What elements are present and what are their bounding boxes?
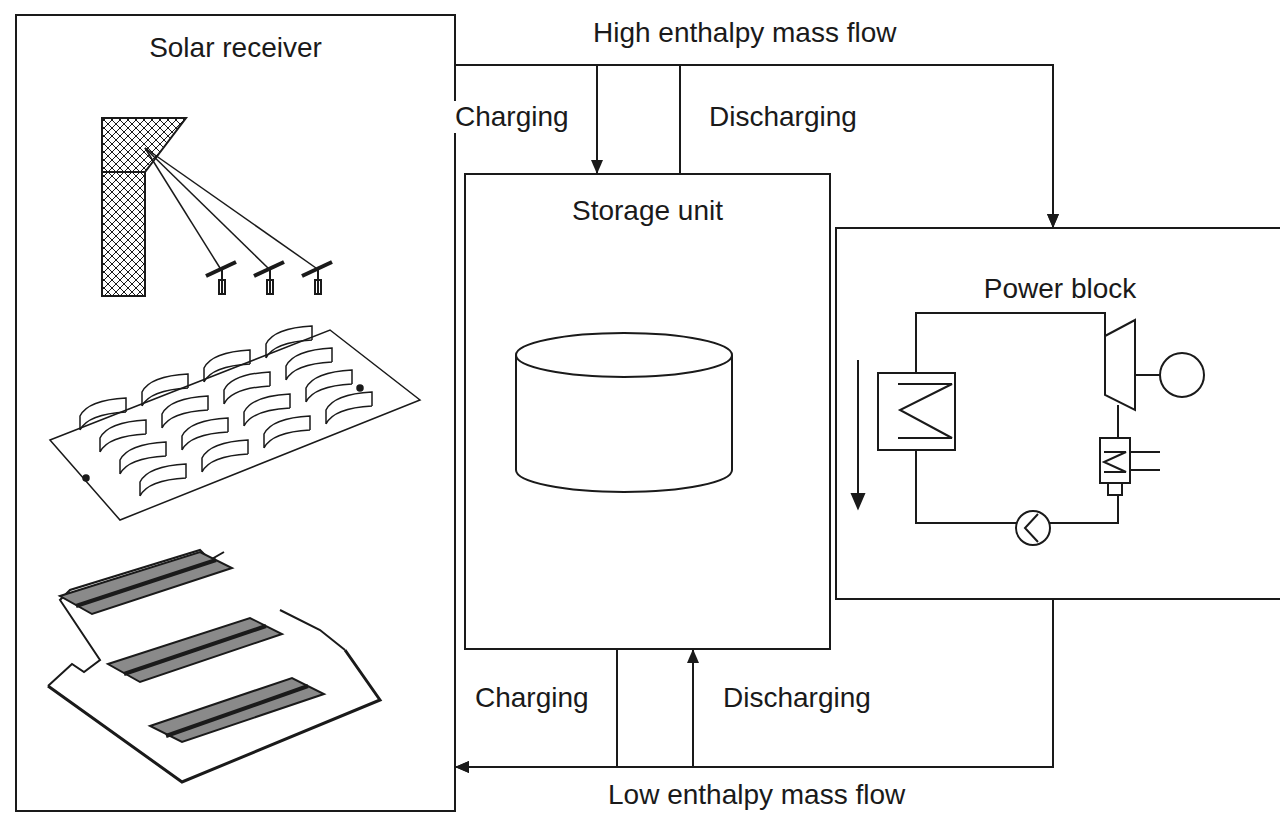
dish <box>100 420 146 452</box>
flow-label: Discharging <box>721 682 873 714</box>
node-title: Solar receiver <box>17 32 454 64</box>
dish <box>264 416 310 448</box>
flow-label: Discharging <box>707 101 859 133</box>
flow-connector <box>456 650 617 767</box>
flow-connector <box>456 600 1053 767</box>
dish <box>120 442 166 474</box>
flow-connector <box>456 65 1053 227</box>
dish <box>244 394 290 426</box>
storage-box: Storage unit <box>464 173 831 650</box>
node-title: Power block <box>837 273 1280 305</box>
receiver-box: Solar receiver <box>15 14 456 812</box>
dish <box>306 370 352 402</box>
dish <box>286 348 332 380</box>
parabolic-troughs <box>48 550 380 782</box>
dish <box>162 396 208 428</box>
dish <box>326 392 372 424</box>
dish <box>182 418 228 450</box>
flow-label: Charging <box>473 682 591 714</box>
solar-tower <box>102 118 332 296</box>
storage-tank <box>516 333 732 492</box>
power-block-box: Power block <box>835 227 1280 600</box>
dish <box>204 350 250 382</box>
power-cycle <box>852 313 1204 545</box>
dish <box>266 326 312 358</box>
dish <box>142 374 188 406</box>
flow-connector <box>693 600 1053 767</box>
node-title: Storage unit <box>466 195 829 227</box>
flow-connector <box>680 65 1053 227</box>
flow-label: Charging <box>453 101 571 133</box>
dish <box>224 372 270 404</box>
dish <box>80 398 126 430</box>
dish <box>140 464 186 496</box>
flow-label: High enthalpy mass flow <box>591 17 898 49</box>
dish <box>202 440 248 472</box>
collector-field <box>50 326 420 520</box>
flow-label: Low enthalpy mass flow <box>606 779 907 811</box>
